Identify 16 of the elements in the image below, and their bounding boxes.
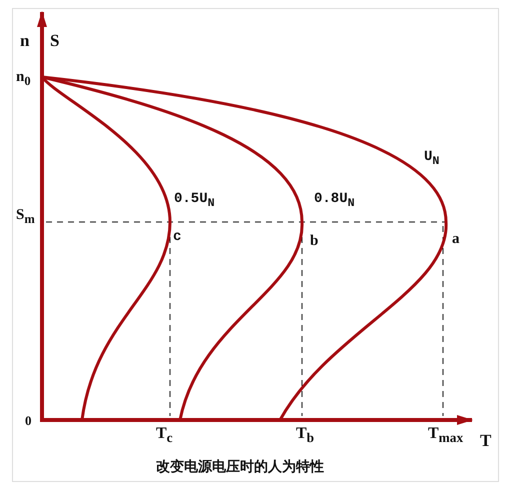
point-label: b bbox=[310, 234, 318, 249]
caption: 改变电源电压时的人为特性 bbox=[155, 458, 325, 476]
point-label: c bbox=[173, 230, 182, 244]
axis-label: n bbox=[20, 32, 30, 49]
tick-label: T$_{max}$ bbox=[428, 426, 464, 445]
origin-label: 0 bbox=[25, 414, 32, 427]
curve-label: U$_{N}$ bbox=[424, 150, 440, 168]
axis-label: S$_{m}$ bbox=[16, 208, 35, 226]
axis-label: n$_{0}$ bbox=[16, 70, 31, 88]
axis-label: T bbox=[480, 432, 492, 449]
tick-label: T$_{c}$ bbox=[156, 426, 173, 445]
tick-label: T$_{b}$ bbox=[296, 426, 314, 445]
point-label: a bbox=[452, 232, 460, 247]
curve-label: 0.8U$_{N}$ bbox=[314, 192, 355, 210]
axis-label: S bbox=[50, 32, 60, 49]
curve-label: 0.5U$_{N}$ bbox=[174, 192, 215, 210]
